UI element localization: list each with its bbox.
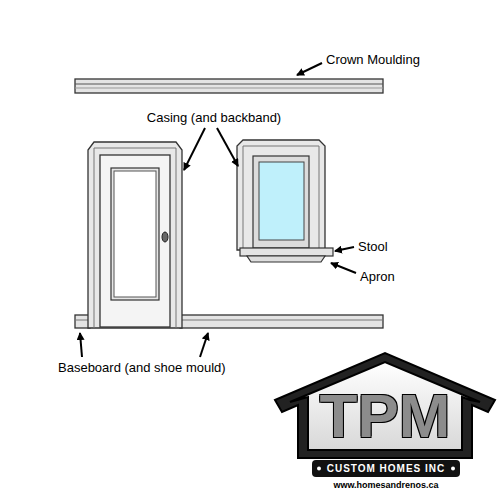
logo-wordmark: TPM — [320, 385, 451, 447]
part-label: Crown Moulding — [326, 53, 420, 66]
part-label: Apron — [360, 270, 395, 283]
part-label: Stool — [358, 240, 388, 253]
logo-tagline: CUSTOM HOMES INC — [327, 464, 446, 474]
door — [88, 142, 182, 328]
company-logo — [275, 353, 495, 477]
window — [237, 140, 333, 262]
part-label: Baseboard (and shoe mould) — [58, 361, 226, 374]
logo-url: www.homesandrenos.ca — [333, 481, 438, 490]
leader-lines — [80, 63, 356, 357]
part-label: Casing (and backband) — [147, 111, 281, 124]
crown-moulding — [75, 79, 383, 93]
